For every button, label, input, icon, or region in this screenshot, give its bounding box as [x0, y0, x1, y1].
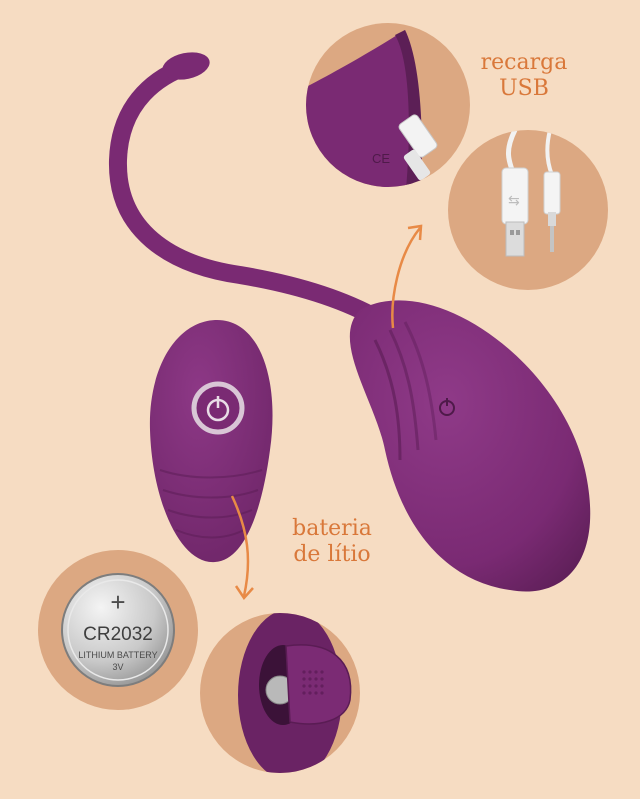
svg-text:⇆: ⇆ — [508, 193, 520, 209]
battery-plus-sign: + — [110, 587, 125, 617]
battery-label-line1: bateria — [292, 516, 372, 541]
lithium-battery-label: bateria de lítio — [282, 516, 382, 568]
remote-control — [149, 319, 273, 563]
charging-plug — [398, 114, 438, 181]
usb-plug: ⇆ — [501, 167, 529, 257]
remote-power-button — [191, 381, 245, 435]
usb-cable-closeup: ⇆ — [448, 130, 608, 290]
egg-power-icon — [439, 398, 455, 416]
usb-label-line1: recarga — [480, 50, 568, 75]
remote-open-closeup — [200, 613, 360, 773]
battery-cover — [285, 644, 352, 725]
battery-voltage: 3V — [112, 662, 123, 672]
battery-arrow — [230, 495, 254, 601]
usb-label-line2: USB — [499, 76, 549, 101]
usb-charging-label: recarga USB — [474, 50, 574, 102]
svg-text:CE: CE — [372, 151, 390, 166]
dc-pin-plug — [543, 171, 561, 252]
battery-model: CR2032 — [83, 624, 153, 645]
usb-arrow — [391, 224, 423, 329]
battery-type: LITHIUM BATTERY — [78, 650, 157, 660]
egg-tail — [108, 52, 389, 329]
charging-port-closeup: CE — [306, 23, 470, 187]
egg-vibrator — [349, 300, 591, 592]
battery-label-line2: de lítio — [293, 542, 371, 567]
coin-battery-closeup: + CR2032 LITHIUM BATTERY 3V — [38, 550, 198, 710]
